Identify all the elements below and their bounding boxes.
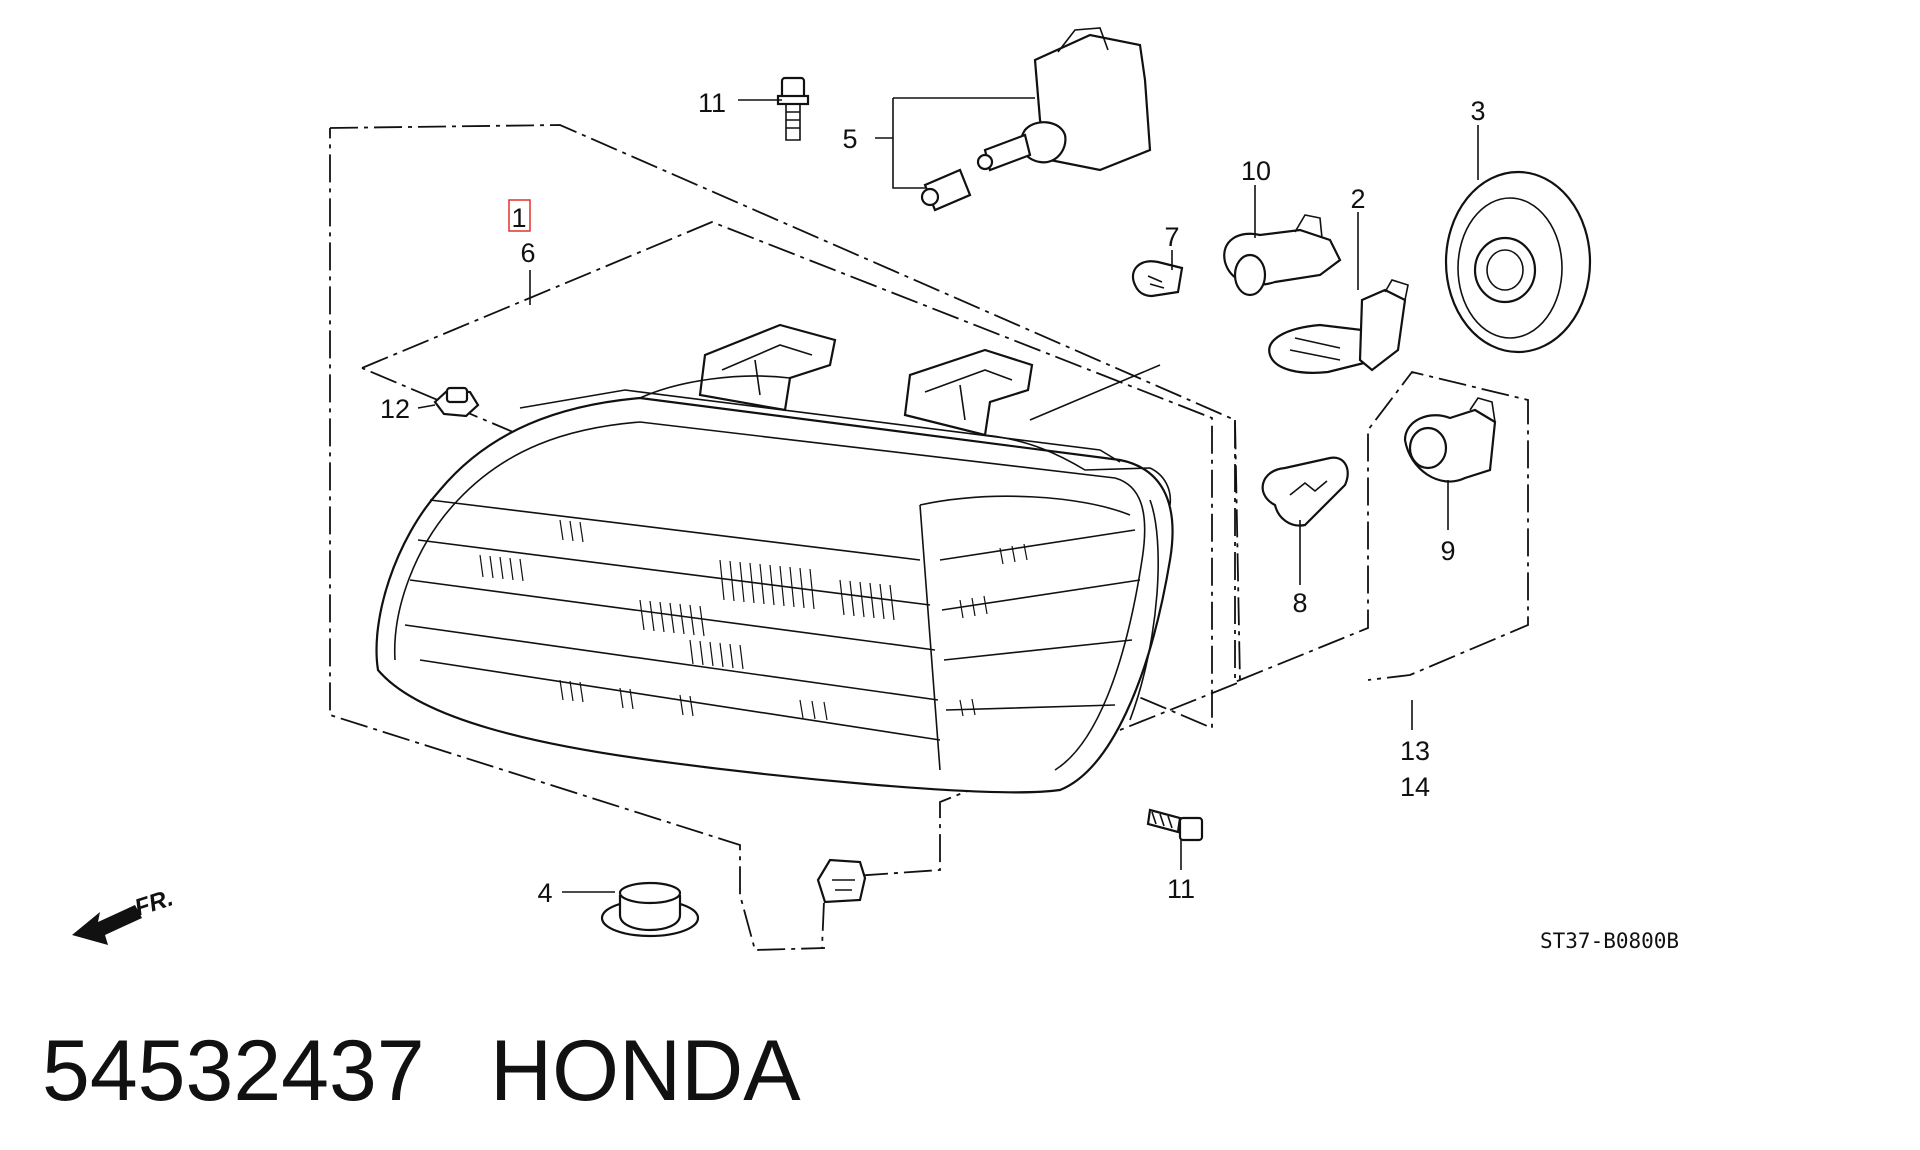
bolt-bottom <box>1146 808 1204 842</box>
callout-10: 10 <box>1241 156 1271 186</box>
halogen-bulb <box>1268 279 1409 374</box>
callout-9: 9 <box>1440 536 1455 566</box>
rubber-dust-cap <box>1444 170 1592 354</box>
front-direction-arrow: FR. <box>72 884 177 945</box>
callout-6: 6 <box>520 238 535 268</box>
callout-3: 3 <box>1470 96 1485 126</box>
rubber-plug <box>600 881 700 938</box>
highlight-box-1 <box>508 199 531 232</box>
wedge-bulb <box>1132 260 1184 298</box>
bulb-connector-small <box>920 168 972 212</box>
callout-11-bottom: 11 <box>1167 874 1195 904</box>
headlight-assembly <box>375 323 1174 794</box>
turn-signal-socket <box>1403 397 1497 483</box>
bulb-socket <box>1223 214 1342 297</box>
callout-12: 12 <box>380 394 410 424</box>
nut <box>433 386 480 418</box>
callout-7: 7 <box>1164 222 1179 252</box>
callout-1: 1 <box>511 203 526 233</box>
callout-5: 5 <box>842 124 857 154</box>
retaining-clip <box>816 858 867 904</box>
bulb-socket-group-boundary <box>1234 370 1529 684</box>
callout-4: 4 <box>537 878 552 908</box>
bolt-top <box>776 76 810 141</box>
leader-lines <box>417 97 1479 893</box>
indicator-bulb <box>1261 456 1349 527</box>
callout-8: 8 <box>1292 588 1307 618</box>
outer-assembly-boundary <box>329 124 1241 951</box>
callout-14: 14 <box>1400 772 1430 802</box>
brand-name: HONDA <box>490 1023 801 1119</box>
diagram-code: ST37-B0800B <box>1540 929 1679 953</box>
front-label: FR. <box>131 884 176 922</box>
callout-11-top: 11 <box>698 88 726 118</box>
leveling-actuator <box>976 27 1152 172</box>
part-number: 54532437 <box>42 1023 425 1119</box>
callout-13: 13 <box>1400 736 1430 766</box>
callout-2: 2 <box>1350 184 1365 214</box>
